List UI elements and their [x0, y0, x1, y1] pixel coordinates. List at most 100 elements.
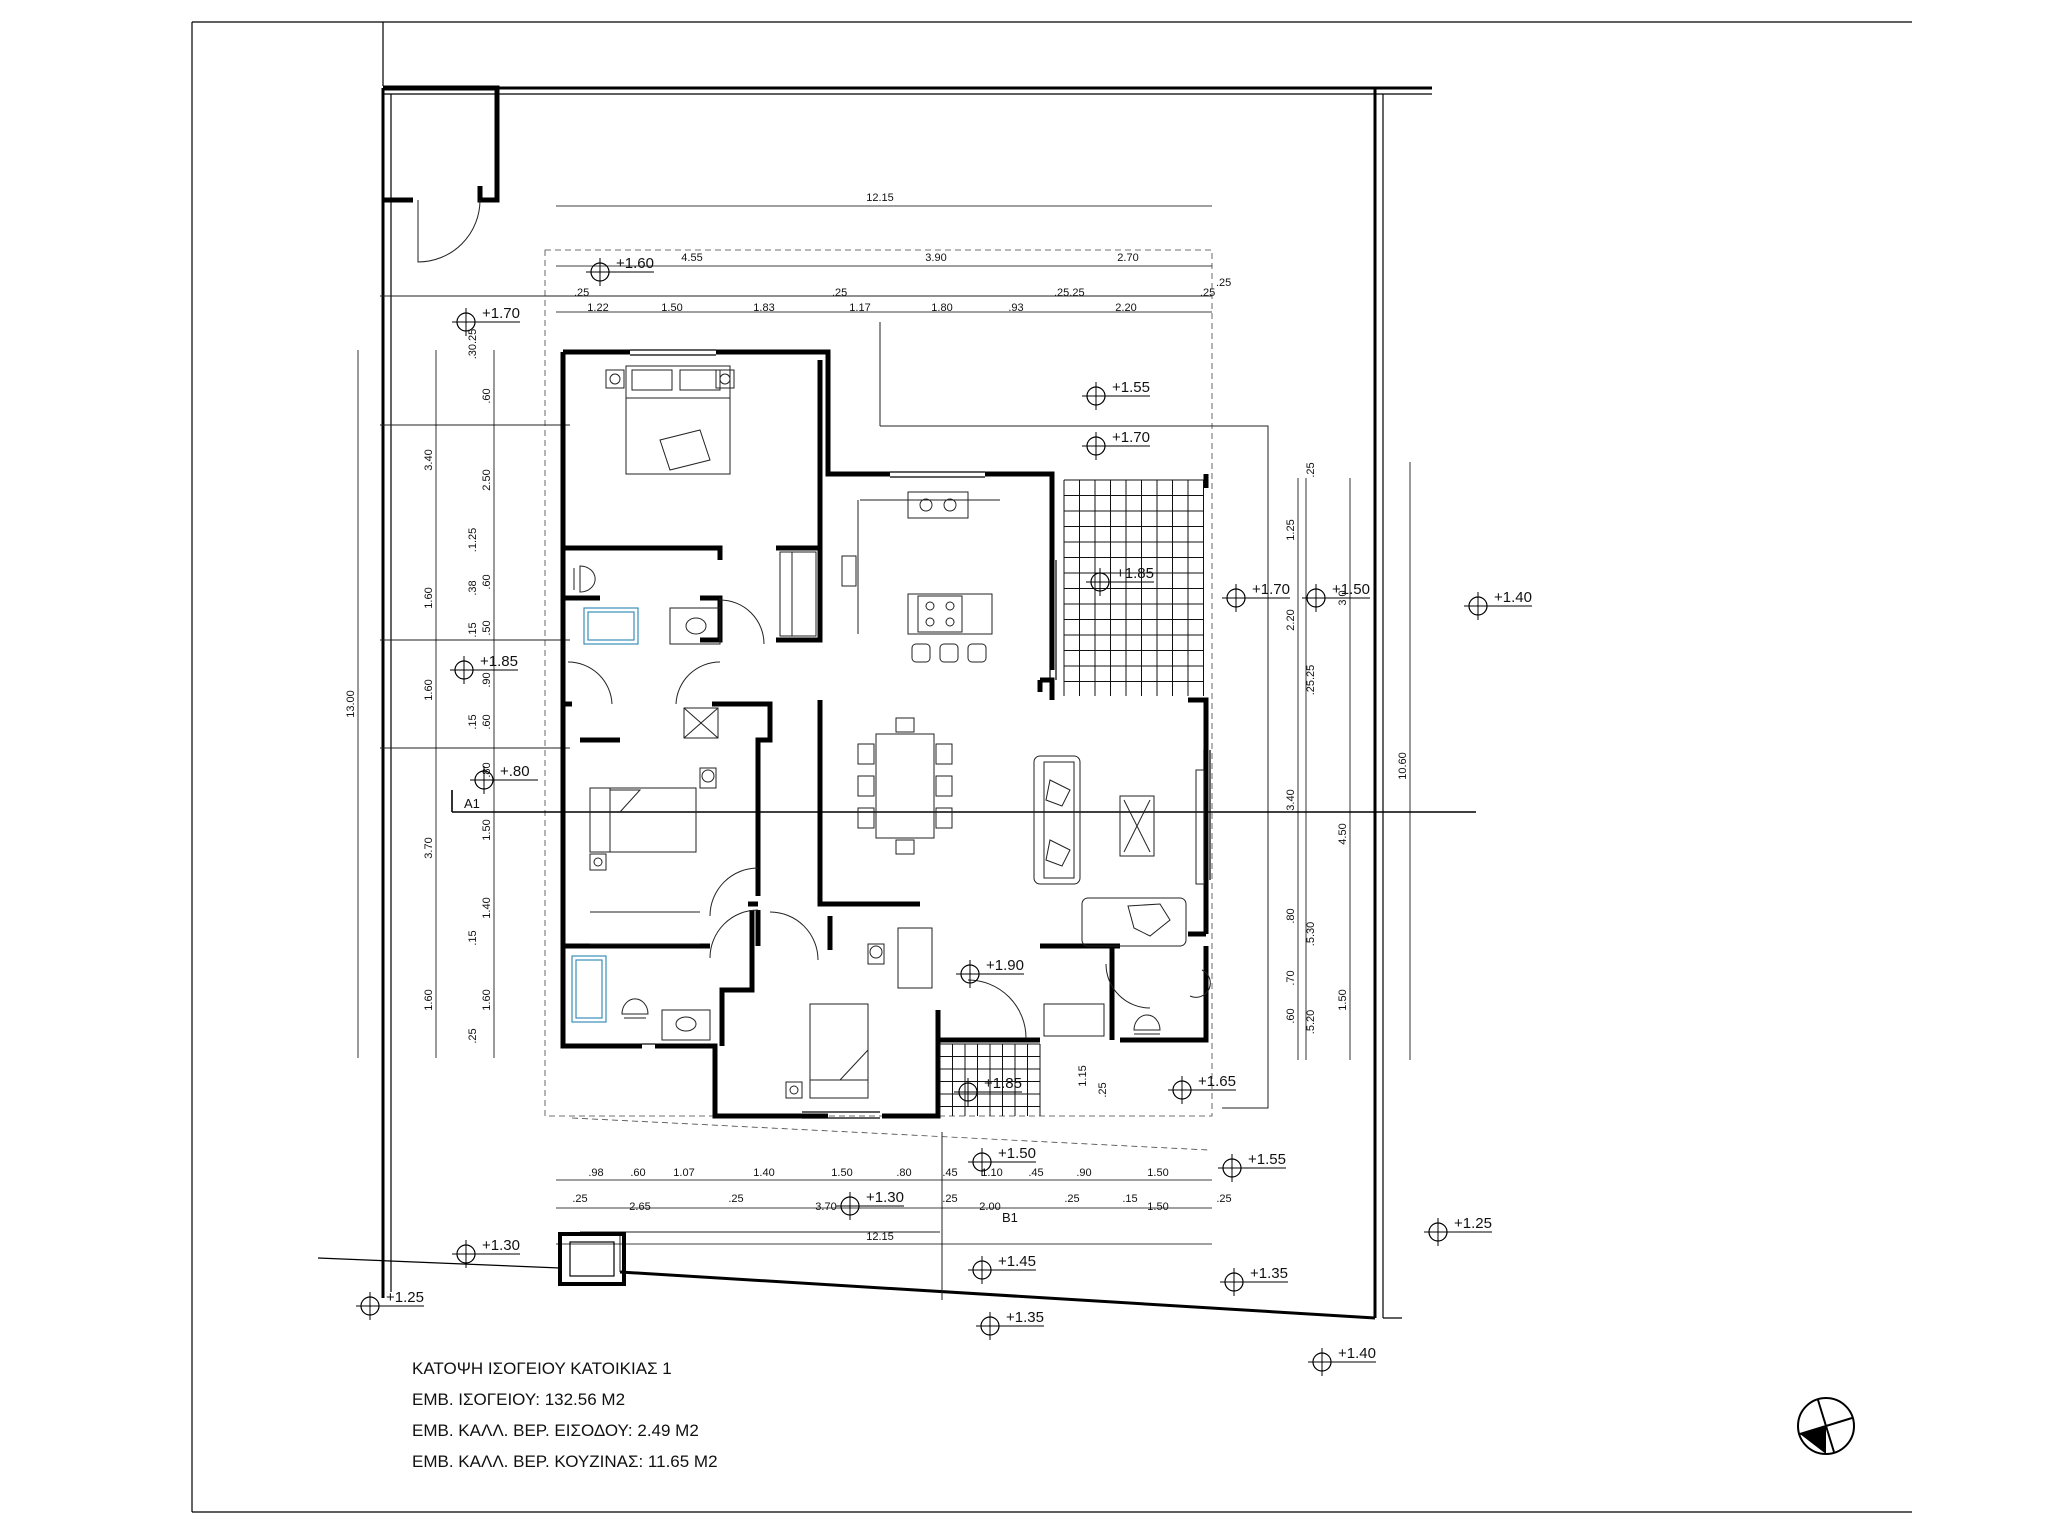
level-marker: +1.70	[1082, 429, 1150, 460]
dim-top-r2: 1.83	[753, 302, 774, 314]
level-marker: +1.70	[1222, 581, 1290, 612]
level-label: +1.55	[1112, 379, 1150, 396]
sanitary-fixtures	[571, 565, 1211, 1041]
dim-right-r2: .80	[1285, 908, 1297, 923]
level-label: +1.55	[1248, 1151, 1286, 1168]
dim-top-small: .25	[574, 287, 589, 299]
interior-walls	[560, 360, 1206, 1046]
drawing-frame	[191, 21, 1912, 1513]
level-label: +1.90	[986, 957, 1024, 974]
dim-bottom-r2: 2.00	[979, 1201, 1000, 1213]
level-label: +1.70	[482, 305, 520, 322]
dim-bottom-r1: .80	[896, 1167, 911, 1179]
dim-bottom-r2: .25	[942, 1193, 957, 1205]
dim-top-r1: 4.55	[681, 252, 702, 264]
kitchen-veranda-grid	[1063, 479, 1204, 696]
level-label: +1.25	[1454, 1215, 1492, 1232]
level-marker: +1.50	[968, 1145, 1036, 1176]
level-marker: +1.85	[954, 1075, 1022, 1106]
level-label: +1.60	[616, 255, 654, 272]
dim-bottom-r1: 1.50	[831, 1167, 852, 1179]
dim-right-r2: .5.20	[1305, 1010, 1317, 1034]
dim-left-r2: .38	[467, 580, 479, 595]
level-marker: +1.55	[1082, 379, 1150, 410]
plan-title: ΚΑΤΟΨΗ ΙΣΟΓΕΙΟΥ ΚΑΤΟΙΚΙΑΣ 1	[412, 1359, 672, 1378]
level-marker: +1.85	[1086, 565, 1154, 596]
dim-right-r2: .5.30	[1305, 922, 1317, 946]
dim-bottom-r2: .25	[572, 1193, 587, 1205]
dim-right-r2: .25.25	[1305, 665, 1317, 696]
dim-left-r2: .25	[467, 1028, 479, 1043]
dim-right-r2: 1.25	[1285, 519, 1297, 540]
level-label: +1.85	[480, 653, 518, 670]
level-label: +1.45	[998, 1253, 1036, 1270]
level-marker: +1.60	[586, 255, 654, 286]
section-mark-b: B1	[1002, 1210, 1018, 1225]
level-marker: +1.40	[1308, 1345, 1376, 1376]
level-marker: +1.45	[968, 1253, 1036, 1284]
level-marker: +1.25	[356, 1289, 424, 1320]
dim-left-r2: .60	[481, 388, 493, 403]
level-markers: +1.60 +1.70 +1.55 +1.70 +1.85 +1.70 +1.5…	[356, 255, 1532, 1376]
level-label: +1.40	[1494, 589, 1532, 606]
dim-bottom-r1: .45	[942, 1167, 957, 1179]
dim-bottom-r2: 3.70	[815, 1201, 836, 1213]
dim-left-r2: 1.40	[481, 897, 493, 918]
dim-right-r1: 1.50	[1337, 989, 1349, 1010]
dim-left-r2: .50	[481, 620, 493, 635]
dim-bottom-r2: .25	[728, 1193, 743, 1205]
dim-right-r2: 3.40	[1285, 789, 1297, 810]
level-label: +1.30	[866, 1189, 904, 1206]
dim-left-r1: 3.70	[423, 837, 435, 858]
dim-top-r2: 1.50	[661, 302, 682, 314]
dim-bottom-r2: .25	[1216, 1193, 1231, 1205]
section-axis	[451, 790, 1476, 813]
area-ground: ΕΜΒ. ΙΣΟΓΕΙΟΥ: 132.56 Μ2	[412, 1390, 625, 1409]
level-marker: +1.65	[1168, 1073, 1236, 1104]
level-marker: +1.90	[956, 957, 1024, 988]
dim-top-r1: 2.70	[1117, 252, 1138, 264]
level-label: +1.65	[1198, 1073, 1236, 1090]
area-kitchen-veranda: ΕΜΒ. ΚΑΛΛ. ΒΕΡ. ΚΟΥΖΙΝΑΣ: 11.65 Μ2	[412, 1452, 718, 1471]
dim-top-r2: 1.80	[931, 302, 952, 314]
level-marker: +1.25	[1424, 1215, 1492, 1246]
level-label: +1.85	[984, 1075, 1022, 1092]
level-label: +1.30	[482, 1237, 520, 1254]
chimney	[558, 1232, 626, 1286]
dim-bottom-r1: .90	[1076, 1167, 1091, 1179]
dim-top-overall: 12.15	[866, 192, 894, 204]
dim-right-overall: 10.60	[1397, 752, 1409, 780]
dim-bottom-r1: 1.40	[753, 1167, 774, 1179]
dim-bottom-r1: .60	[630, 1167, 645, 1179]
level-label: +1.70	[1252, 581, 1290, 598]
dim-bottom-r2: .15	[1122, 1193, 1137, 1205]
dim-bottom-r2: .25	[1064, 1193, 1079, 1205]
furniture	[589, 365, 1205, 1099]
dim-right-r2: .25	[1305, 462, 1317, 477]
dim-left-r1: 3.40	[423, 449, 435, 470]
dashed-outlines	[544, 249, 1213, 1151]
level-marker: +.80	[470, 763, 538, 794]
dim-bottom-r1: 1.07	[673, 1167, 694, 1179]
dim-left-r2: .60	[481, 574, 493, 589]
property-boundary	[317, 22, 1432, 1320]
level-marker: +1.55	[1218, 1151, 1286, 1182]
level-marker: +1.30	[836, 1189, 904, 1220]
dim-left-r1: 1.60	[423, 679, 435, 700]
dim-top-r2: 2.20	[1115, 302, 1136, 314]
level-marker: +1.35	[1220, 1265, 1288, 1296]
dim-left-r2: .30.25	[467, 329, 479, 360]
level-marker: +1.35	[976, 1309, 1044, 1340]
dim-top-r2: 1.17	[849, 302, 870, 314]
dim-left-r2: 1.50	[481, 819, 493, 840]
dimension-lines	[357, 205, 1411, 1245]
level-marker: +1.40	[1464, 589, 1532, 620]
dim-stair-width: .25	[1097, 1082, 1109, 1097]
level-marker: +1.85	[450, 653, 518, 684]
dim-left-r2: 2.50	[481, 469, 493, 490]
dim-bottom-r1: 1.50	[1147, 1167, 1168, 1179]
level-label: +.80	[500, 763, 530, 780]
dim-left-r1: 1.60	[423, 989, 435, 1010]
dim-left-r2: .1.25	[467, 528, 479, 552]
level-label: +1.25	[386, 1289, 424, 1306]
